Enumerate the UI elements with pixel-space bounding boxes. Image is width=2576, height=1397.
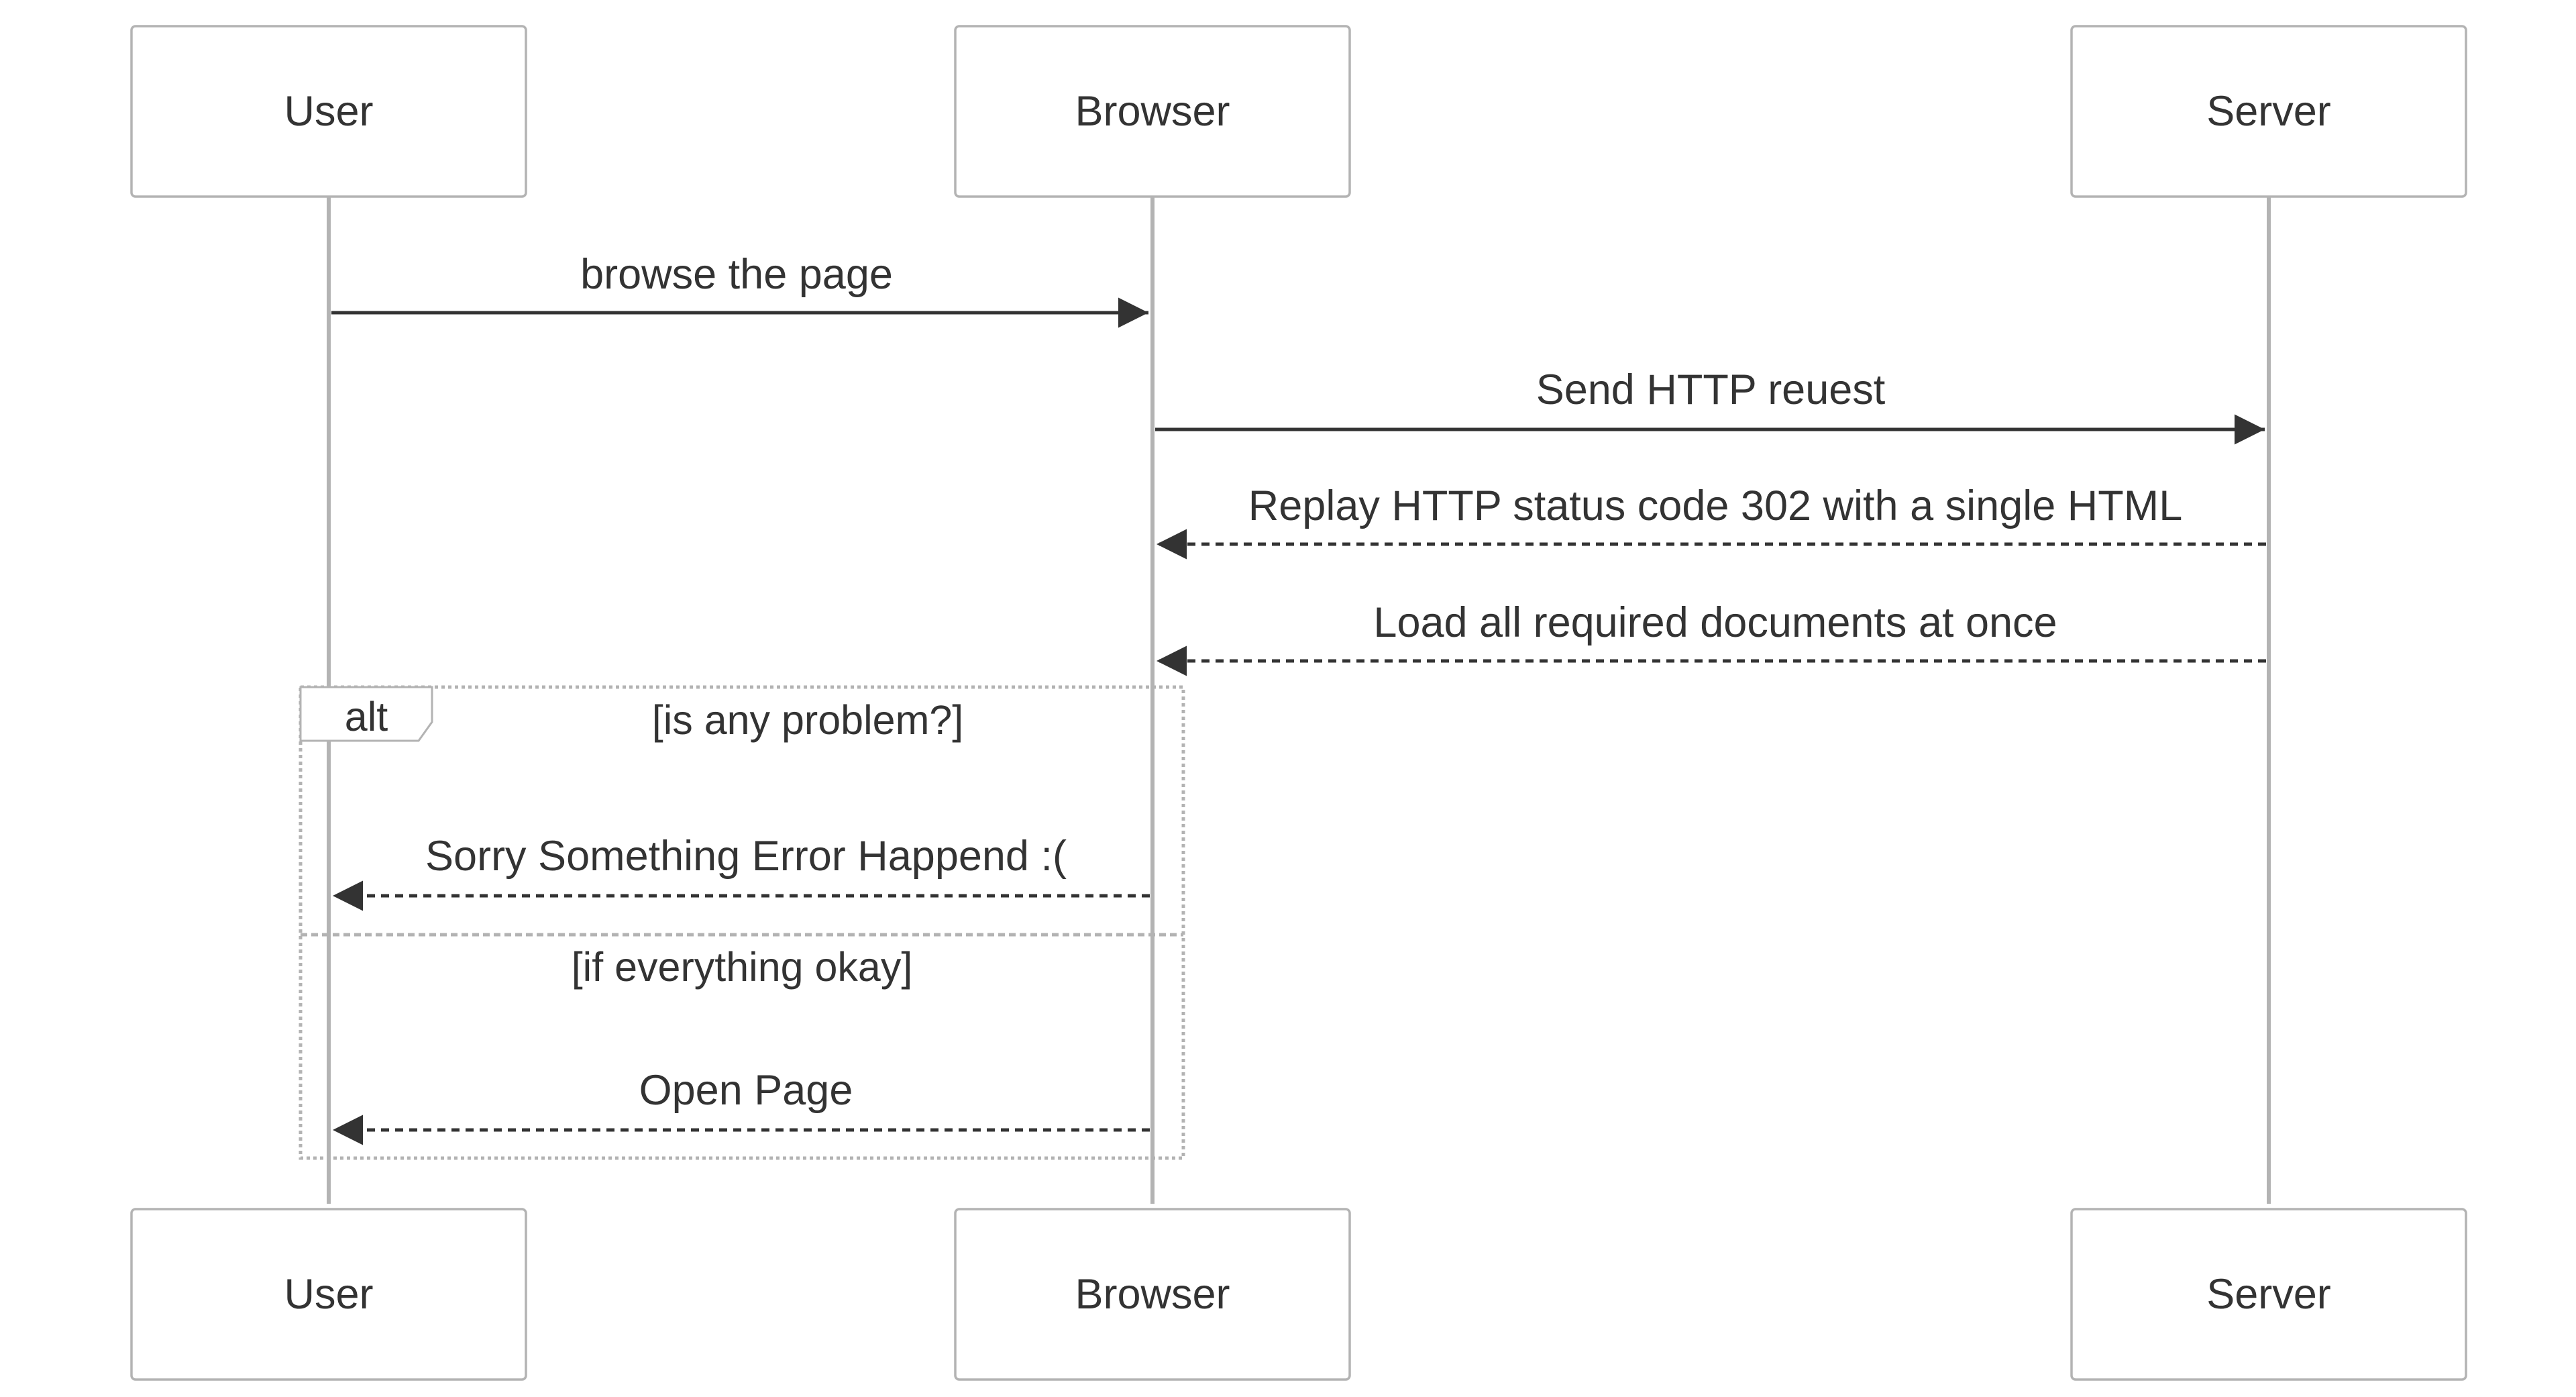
- participant-browser-top: Browser: [954, 25, 1351, 198]
- message-label: browse the page: [580, 251, 893, 298]
- participant-label: Browser: [1075, 88, 1230, 135]
- alt-frame-border: [299, 685, 1185, 1160]
- participant-label: Server: [2206, 1271, 2331, 1318]
- message-label: Load all required documents at once: [1373, 599, 2057, 646]
- participant-user-top: User: [130, 25, 527, 198]
- participant-label: User: [284, 88, 373, 135]
- alt-keyword: alt: [345, 694, 388, 739]
- message-label: Replay HTTP status code 302 with a singl…: [1248, 482, 2182, 529]
- alt-frame: alt [is any problem?] [if everything oka…: [299, 685, 1185, 1160]
- message-label: Sorry Something Error Happend :(: [425, 833, 1067, 880]
- alt-frame-tab: [299, 686, 433, 742]
- alt-condition-2: [if everything okay]: [572, 944, 913, 990]
- participant-label: Server: [2206, 88, 2331, 135]
- participant-label: Browser: [1075, 1271, 1230, 1318]
- participant-user-bottom: User: [130, 1208, 527, 1381]
- participant-server-top: Server: [2070, 25, 2467, 198]
- participant-server-bottom: Server: [2070, 1208, 2467, 1381]
- message-label: Open Page: [639, 1067, 853, 1114]
- alt-condition-1: [is any problem?]: [652, 697, 964, 743]
- participant-browser-bottom: Browser: [954, 1208, 1351, 1381]
- participant-label: User: [284, 1271, 373, 1318]
- message-label: Send HTTP reuest: [1536, 366, 1886, 413]
